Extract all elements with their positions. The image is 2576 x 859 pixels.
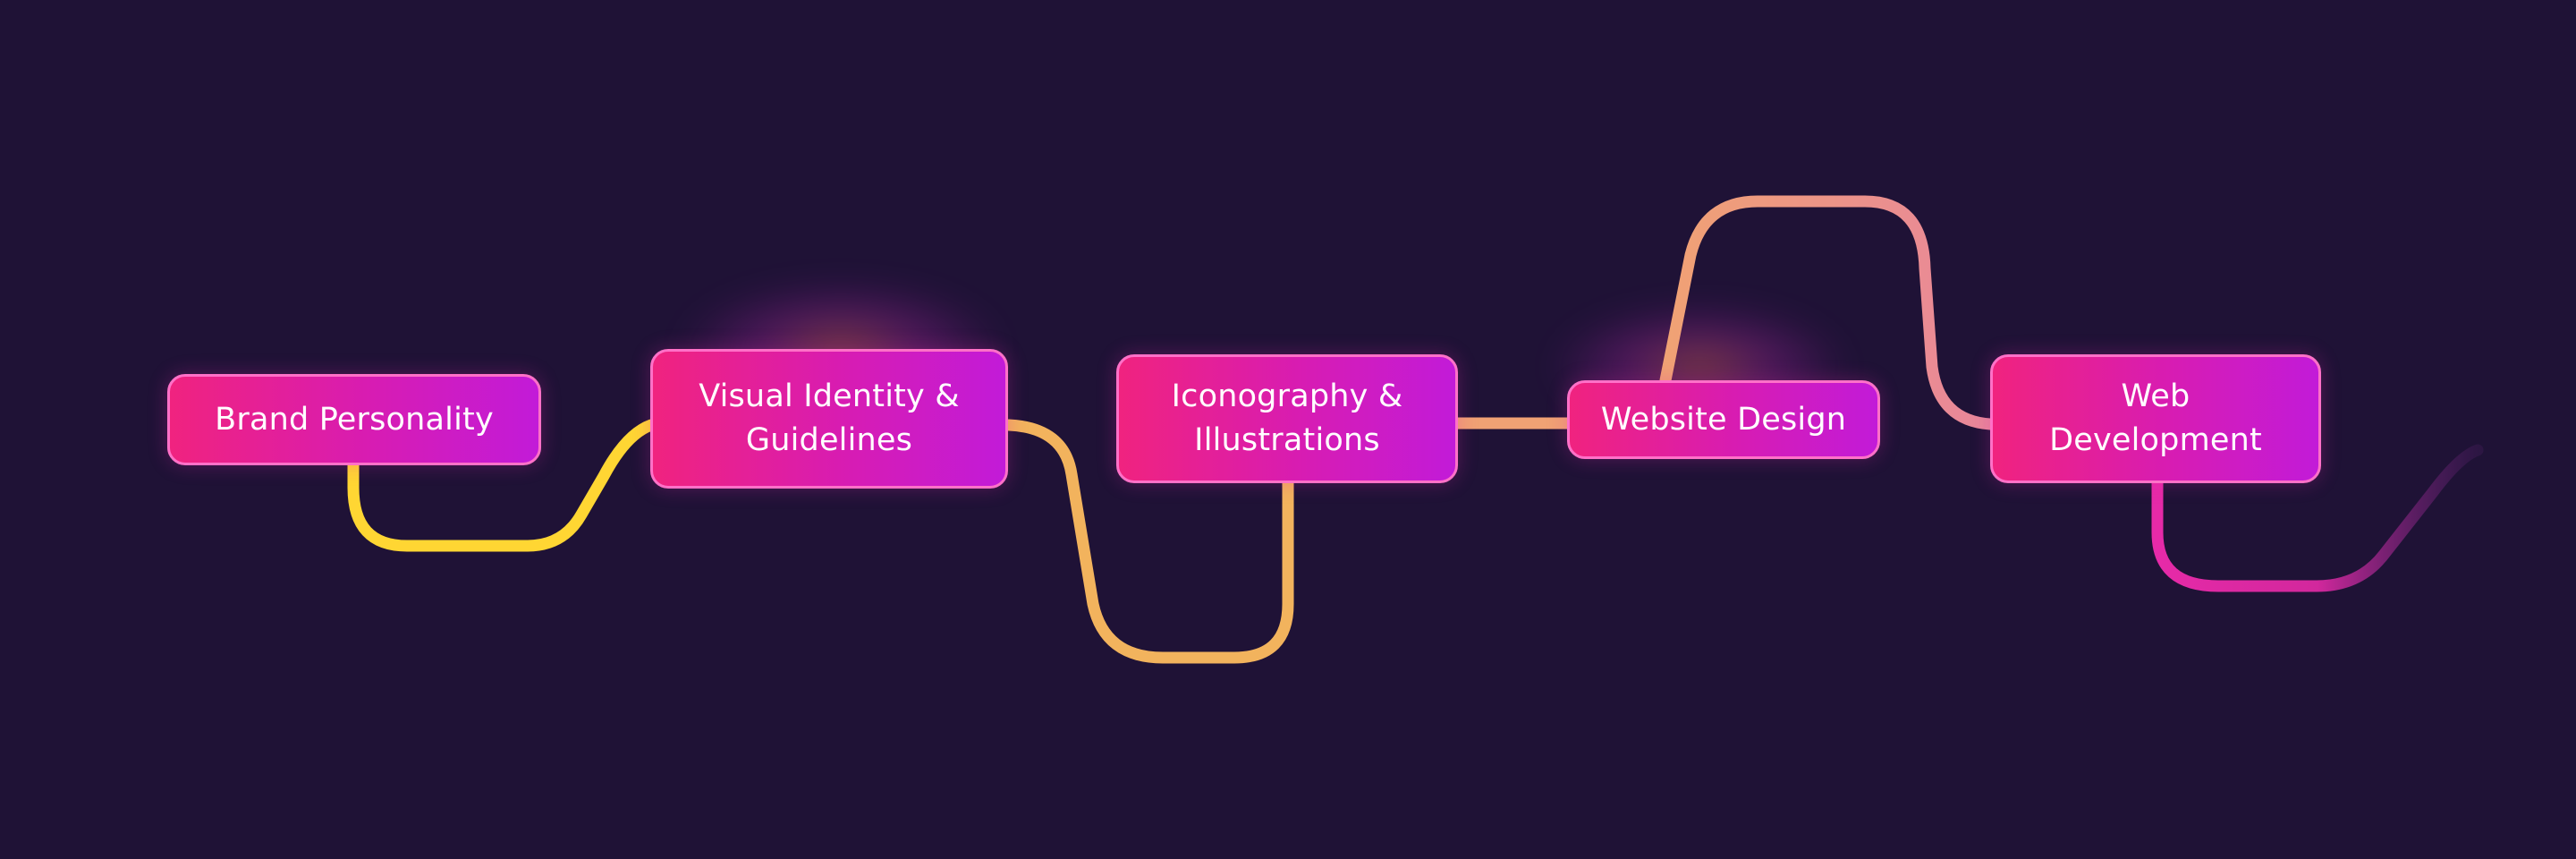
node-label: Visual Identity & Guidelines <box>699 378 960 458</box>
node-iconography[interactable]: Iconography & Illustrations <box>1116 354 1458 483</box>
node-label: Web Development <box>2049 378 2262 458</box>
node-visual-identity[interactable]: Visual Identity & Guidelines <box>650 349 1008 489</box>
node-web-development[interactable]: Web Development <box>1990 354 2321 483</box>
connector-brand-to-visual <box>347 419 657 552</box>
connector-webdev-tail <box>2151 444 2484 592</box>
node-brand-personality[interactable]: Brand Personality <box>167 374 541 465</box>
node-label: Brand Personality <box>215 401 494 438</box>
connector-website-to-webdev <box>1659 195 1996 430</box>
node-website-design[interactable]: Website Design <box>1567 380 1880 459</box>
node-label: Iconography & Illustrations <box>1171 378 1403 458</box>
node-label: Website Design <box>1600 401 1847 438</box>
connector-visual-to-iconography <box>1003 419 1294 664</box>
